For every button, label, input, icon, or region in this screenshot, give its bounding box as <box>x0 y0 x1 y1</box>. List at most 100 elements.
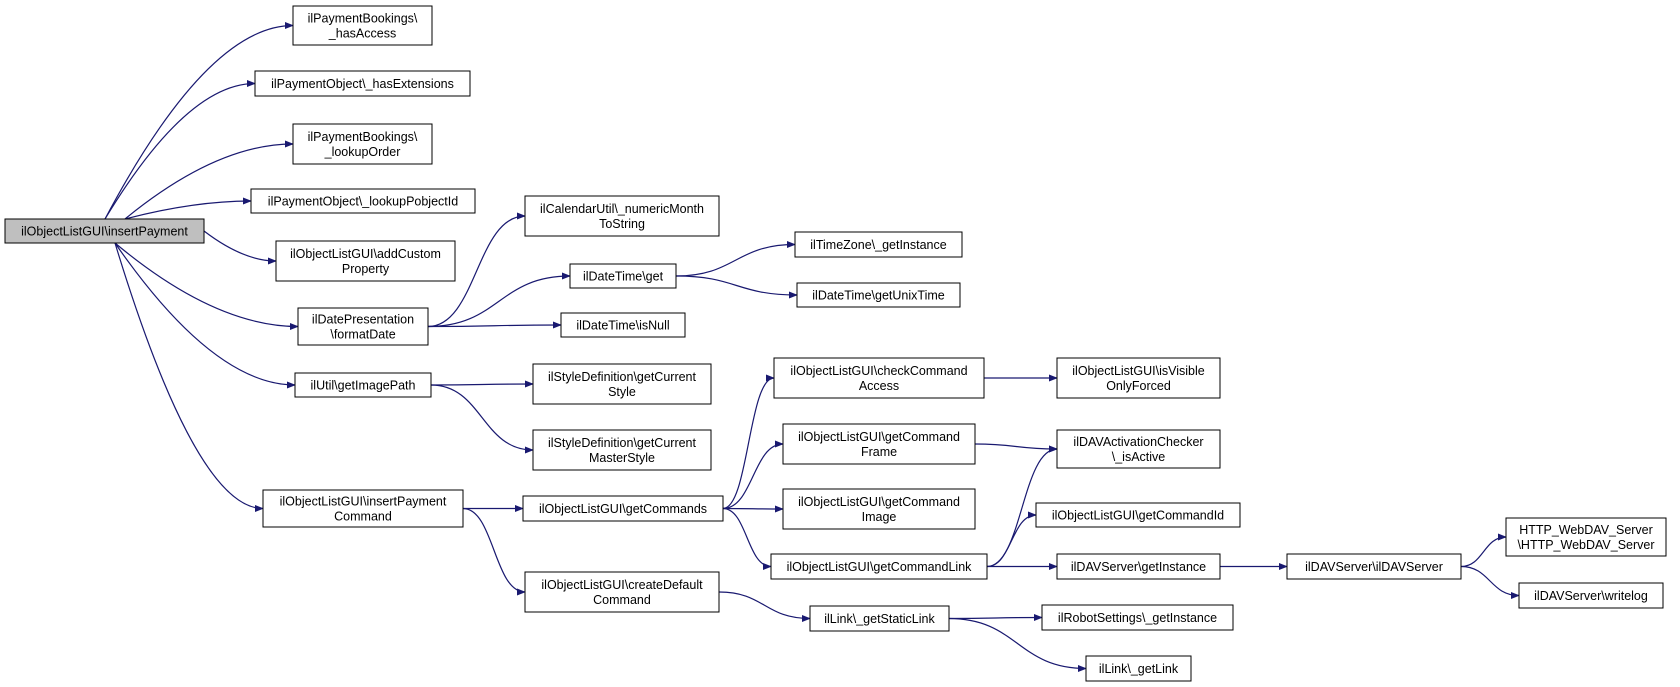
node-label: ilObjectListGUI\getCommand <box>798 430 960 444</box>
node-label: ilObjectListGUI\insertPayment <box>280 495 447 509</box>
graph-node-rs-getInstance[interactable]: ilRobotSettings\_getInstance <box>1041 604 1234 631</box>
edge-olg-getCmdLink-to-olg-getCmdId <box>986 511 1037 568</box>
edge-olg-insertPayCmd-to-olg-createDefault <box>462 507 526 596</box>
node-label: ilDAVServer\ilDAVServer <box>1305 560 1443 574</box>
node-label: ilUtil\getImagePath <box>311 379 416 393</box>
edge-olg-getCommands-to-olg-getCmdFrame <box>722 440 784 510</box>
node-box <box>794 231 963 258</box>
edge-dp-formatDate-to-cu-numericMonth <box>427 212 526 328</box>
graph-node-tz-getInstance[interactable]: ilTimeZone\_getInstance <box>794 231 963 258</box>
node-label: ilObjectListGUI\insertPayment <box>21 225 188 239</box>
graph-node-pb-lookupOrder[interactable]: ilPaymentBookings\_lookupOrder <box>292 123 433 165</box>
graph-node-olg-getCommands[interactable]: ilObjectListGUI\getCommands <box>522 495 724 522</box>
edge-dp-formatDate-to-dt-get <box>427 272 571 328</box>
node-label: HTTP_WebDAV_Server <box>1519 523 1653 537</box>
graph-node-dt-get[interactable]: ilDateTime\get <box>569 263 677 289</box>
graph-node-olg-getCmdId[interactable]: ilObjectListGUI\getCommandId <box>1035 502 1241 528</box>
edge-root-to-pb-hasAccess <box>104 21 294 220</box>
graph-node-olg-getCmdLink[interactable]: ilObjectListGUI\getCommandLink <box>770 553 988 580</box>
edge-olg-getCommands-to-olg-getCmdImage <box>722 505 784 513</box>
node-box <box>1056 429 1221 469</box>
node-label: ilStyleDefinition\getCurrent <box>548 436 697 450</box>
node-label: \_isActive <box>1112 450 1166 464</box>
node-label: \formatDate <box>330 328 395 342</box>
graph-node-davs-writelog[interactable]: ilDAVServer\writelog <box>1518 582 1664 609</box>
graph-node-dt-getUnix[interactable]: ilDateTime\getUnixTime <box>796 282 961 308</box>
node-box <box>1518 582 1664 609</box>
node-label: ilLink\_getStaticLink <box>824 612 935 626</box>
graph-node-util-getImagePath[interactable]: ilUtil\getImagePath <box>294 372 432 398</box>
graph-node-dt-isNull[interactable]: ilDateTime\isNull <box>560 312 686 338</box>
node-box <box>1505 517 1667 557</box>
edge-root-to-olg-insertPayCmd <box>114 242 264 513</box>
node-label: ilTimeZone\_getInstance <box>810 238 946 252</box>
node-label: ilPaymentBookings\ <box>308 12 418 26</box>
edge-olg-getCmdFrame-to-dav-isActive <box>974 443 1058 453</box>
node-label: Style <box>608 385 636 399</box>
node-label: ilObjectListGUI\getCommand <box>798 495 960 509</box>
node-box <box>773 357 985 399</box>
graph-node-dp-formatDate[interactable]: ilDatePresentation\formatDate <box>297 307 429 346</box>
edge-link-getStatic-to-rs-getInstance <box>948 613 1043 622</box>
edge-dt-get-to-dt-getUnix <box>675 275 798 299</box>
node-label: ilDAVServer\writelog <box>1534 589 1648 603</box>
edge-olg-getCommands-to-olg-checkCmdAccess <box>722 374 775 510</box>
graph-node-http-webdav[interactable]: HTTP_WebDAV_Server\HTTP_WebDAV_Server <box>1505 517 1667 557</box>
node-label: ilObjectListGUI\createDefault <box>541 578 703 592</box>
graph-node-link-getLink[interactable]: ilLink\_getLink <box>1085 655 1192 682</box>
node-label: ilObjectListGUI\getCommandId <box>1052 509 1224 523</box>
node-label: Image <box>862 510 897 524</box>
node-label: ilObjectListGUI\getCommandLink <box>787 560 973 574</box>
node-layer: ilObjectListGUI\insertPayment ilPaymentBo… <box>4 5 1667 682</box>
node-box <box>796 282 961 308</box>
graph-node-root[interactable]: ilObjectListGUI\insertPayment <box>4 218 205 244</box>
node-label: ilPaymentBookings\ <box>308 130 418 144</box>
node-label: ToString <box>599 217 645 231</box>
node-box <box>524 195 720 237</box>
edge-util-getImagePath-to-sd-getCurStyle <box>430 380 534 388</box>
node-label: ilObjectListGUI\addCustom <box>290 247 441 261</box>
graph-node-davs-ctor[interactable]: ilDAVServer\ilDAVServer <box>1286 553 1462 580</box>
node-box <box>524 571 720 613</box>
node-label: _hasAccess <box>328 27 396 41</box>
edge-davs-ctor-to-http-webdav <box>1460 533 1507 568</box>
edge-root-to-util-getImagePath <box>114 242 296 389</box>
node-box <box>1286 553 1462 580</box>
graph-node-pb-hasAccess[interactable]: ilPaymentBookings\_hasAccess <box>292 5 433 46</box>
node-label: ilStyleDefinition\getCurrent <box>548 370 697 384</box>
edge-olg-getCommands-to-olg-getCmdLink <box>722 507 772 571</box>
graph-node-davs-getInstance[interactable]: ilDAVServer\getInstance <box>1056 553 1221 580</box>
node-box <box>809 605 950 632</box>
node-label: ilObjectListGUI\checkCommand <box>790 364 967 378</box>
node-label: ilDAVActivationChecker <box>1073 435 1203 449</box>
node-box <box>275 240 456 282</box>
node-label: Command <box>334 510 392 524</box>
node-box <box>254 70 471 97</box>
edge-davs-ctor-to-davs-writelog <box>1460 565 1520 600</box>
node-label: Property <box>342 262 390 276</box>
edge-layer <box>104 21 1520 673</box>
node-label: MasterStyle <box>589 451 655 465</box>
edge-dp-formatDate-to-dt-isNull <box>427 321 562 329</box>
node-label: ilCalendarUtil\_numericMonth <box>540 202 704 216</box>
graph-node-po-lookupPobj[interactable]: ilPaymentObject\_lookupPobjectId <box>250 188 476 214</box>
node-box <box>782 423 976 465</box>
graph-node-dav-isActive[interactable]: ilDAVActivationChecker\_isActive <box>1056 429 1221 469</box>
graph-node-po-hasExt[interactable]: ilPaymentObject\_hasExtensions <box>254 70 471 97</box>
node-box <box>262 489 464 528</box>
node-label: ilPaymentObject\_lookupPobjectId <box>268 195 458 209</box>
graph-node-link-getStatic[interactable]: ilLink\_getStaticLink <box>809 605 950 632</box>
node-label: ilDateTime\get <box>583 270 664 284</box>
node-box <box>292 5 433 46</box>
node-label: Command <box>593 593 651 607</box>
